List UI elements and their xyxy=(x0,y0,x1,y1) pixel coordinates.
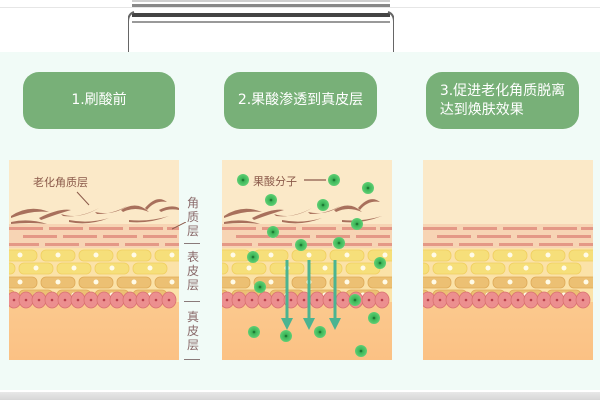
step-3-label-line2: 达到焕肤效果 xyxy=(439,101,524,118)
step-1-label: 1.刷酸前 xyxy=(71,92,127,108)
stratum-corneum-leader-line xyxy=(172,222,186,230)
layer-separator xyxy=(184,243,200,244)
skin-cross-section-before xyxy=(9,160,179,360)
top-bar xyxy=(0,0,600,52)
epidermis-label: 表 皮 层 xyxy=(186,250,199,292)
step-3-badge: 3.促进老化角质脱离 达到焕肤效果 xyxy=(426,72,579,129)
skin-cross-section-penetration xyxy=(222,160,392,360)
layer-separator xyxy=(184,301,200,302)
dermis-label: 真 皮 层 xyxy=(186,310,199,352)
bottom-divider xyxy=(0,392,600,400)
stratum-corneum-label: 角 质 层 xyxy=(186,196,199,238)
top-divider xyxy=(0,7,600,8)
bag-handle-icon xyxy=(128,0,394,52)
layer-separator xyxy=(184,359,200,360)
acid-molecule-label: 果酸分子 xyxy=(253,175,297,188)
panel-penetration: 果酸分子 xyxy=(222,160,392,360)
step-3-label-line1: 3.促进老化角质脱离 xyxy=(439,82,566,99)
step-1-badge: 1.刷酸前 xyxy=(23,72,175,129)
arrow-down-icon xyxy=(281,260,341,330)
skin-cross-section-after xyxy=(423,160,593,360)
step-2-label: 2.果酸渗透到真皮层 xyxy=(237,92,364,108)
panel-after xyxy=(423,160,593,360)
aged-stratum-corneum-label: 老化角质层 xyxy=(33,176,88,189)
panel-before: 老化角质层 xyxy=(9,160,179,360)
step-2-badge: 2.果酸渗透到真皮层 xyxy=(224,72,377,129)
